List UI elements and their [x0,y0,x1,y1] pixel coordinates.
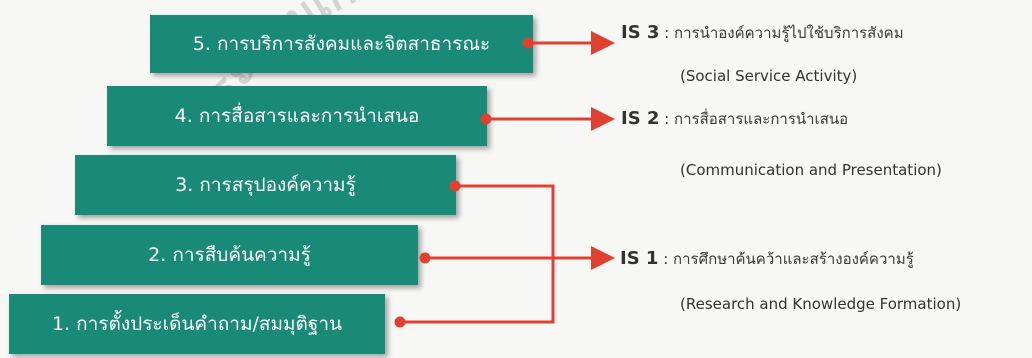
connector-dot-step5 [522,37,534,49]
outcome-is3-thai: การนำองค์ความรู้ไปใช้บริการสังคม [674,24,904,42]
connector-dot-step2 [419,252,431,264]
step-5-label: 5. การบริการสังคมและจิตสาธารณะ [192,32,491,55]
step-3-knowledge-summary: 3. การสรุปองค์ความรู้ [75,155,456,215]
step-5-social-service: 5. การบริการสังคมและจิตสาธารณะ [150,15,533,73]
outcome-is3-english: (Social Service Activity) [680,67,858,85]
step-1-label: 1. การตั้งประเด็นคำถาม/สมมุติฐาน [51,312,343,335]
outcome-is1-english: (Research and Knowledge Formation) [680,295,962,313]
outcome-is2: IS 2 : การสื่อสารและการนำเสนอ [621,110,848,128]
step-4-communication: 4. การสื่อสารและการนำเสนอ [107,86,487,146]
step-4-label: 4. การสื่อสารและการนำเสนอ [174,104,420,127]
outcome-is2-thai: การสื่อสารและการนำเสนอ [674,110,849,128]
outcome-is1-thai: การศึกษาค้นคว้าและสร้างองค์ความรู้ [673,250,914,268]
outcome-is3-separator: : [659,24,675,42]
connector-bracket-top [455,184,555,258]
step-1-questions: 1. การตั้งประเด็นคำถาม/สมมุติฐาน [9,294,385,354]
connector-dot-step3 [449,180,461,192]
outcome-is2-separator: : [659,110,675,128]
step-2-label: 2. การสืบค้นความรู้ [148,243,311,266]
connector-dot-step1 [394,316,406,328]
outcome-is1-code: IS 1 [620,248,659,269]
outcome-is1: IS 1 : การศึกษาค้นคว้าและสร้างองค์ความรู… [620,250,914,268]
outcome-is1-separator: : [658,250,674,268]
connector-bracket-bottom [400,258,555,324]
outcome-is3-code: IS 3 [621,22,660,43]
outcome-is2-english: (Communication and Presentation) [680,161,942,179]
step-3-label: 3. การสรุปองค์ความรู้ [175,173,356,196]
outcome-is2-code: IS 2 [621,108,660,129]
step-2-research: 2. การสืบค้นความรู้ [41,225,418,285]
connector-dot-step4 [480,113,492,125]
outcome-is3: IS 3 : การนำองค์ความรู้ไปใช้บริการสังคม [621,24,904,42]
